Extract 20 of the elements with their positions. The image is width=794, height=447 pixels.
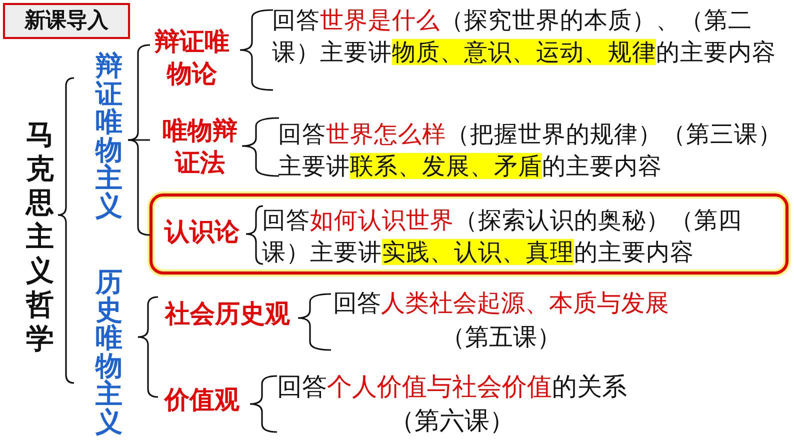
brace-connector — [128, 139, 150, 141]
brace-connector — [241, 117, 280, 177]
topic-label: 唯物辩证法 — [158, 115, 242, 179]
description-text: 回答如何认识世界（探索认识的奥秘）（第四课）主要讲实践、认识、真理的主要内容 — [262, 204, 784, 268]
description-text: 回答世界是什么（探究世界的本质）、（第二课）主要讲物质、意识、运动、规律的主要内容 — [272, 4, 792, 68]
topic-label: 价值观 — [160, 384, 244, 416]
description-text: 回答个人价值与社会价值的关系（第六课） — [276, 370, 628, 438]
branch-label: 历史唯物主义 — [94, 268, 124, 436]
topic-label: 社会历史观 — [160, 298, 295, 330]
title-box: 新课导入 — [3, 3, 130, 39]
description-text: 回答人类社会起源、本质与发展（第五课） — [330, 287, 672, 355]
brace-connector — [249, 375, 278, 433]
brace-connector — [297, 293, 332, 351]
branch-label: 辩证唯物主义 — [94, 52, 124, 220]
topic-label: 辩证唯物论 — [150, 26, 234, 90]
description-text: 回答世界怎么样（把握世界的规律）（第三课）主要讲联系、发展、矛盾的主要内容 — [278, 118, 792, 182]
brace-connector — [239, 9, 274, 91]
topic-label: 认识论 — [160, 216, 244, 248]
root-label: 马克思主义哲学 — [24, 118, 56, 356]
brace-connector — [245, 205, 264, 265]
